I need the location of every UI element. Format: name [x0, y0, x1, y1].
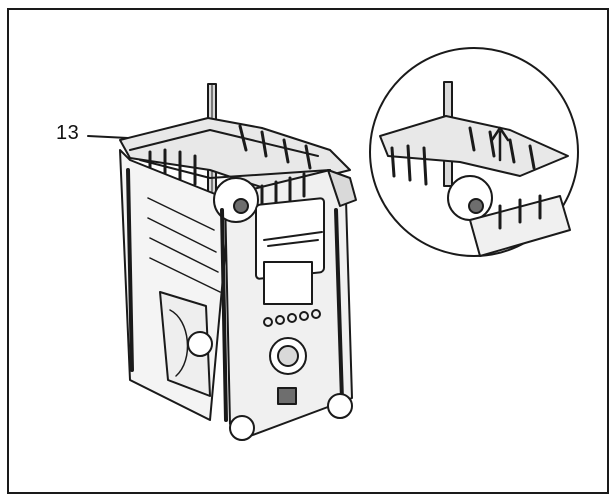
callout-leader-line [87, 135, 129, 139]
callout-label: 13 [56, 122, 80, 144]
front-panel [213, 169, 357, 441]
side-panel [119, 149, 231, 421]
detail-inset [369, 47, 579, 257]
roll-cage-top [119, 117, 351, 191]
